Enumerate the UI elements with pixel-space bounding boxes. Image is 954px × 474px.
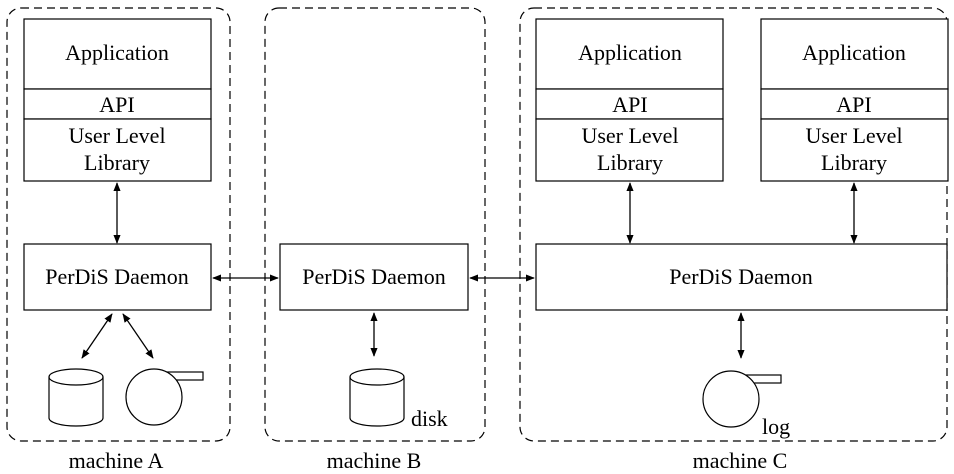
machine-b-boundary	[264, 7, 486, 442]
machine-a: Application API User Level Library PerDi…	[6, 7, 231, 442]
perdis-daemon-label: PerDiS Daemon	[302, 264, 446, 289]
machine-c-boundary	[519, 7, 948, 442]
api-box	[535, 88, 724, 120]
application-label: Application	[578, 40, 682, 65]
application-box	[535, 18, 724, 90]
user-level-library-box	[23, 118, 212, 182]
api-label: API	[612, 92, 647, 117]
application-label: Application	[802, 40, 906, 65]
perdis-daemon-box	[23, 243, 212, 311]
library-label-line1: User Level	[581, 123, 678, 148]
library-label-line1: User Level	[805, 123, 902, 148]
disk-label: disk	[411, 406, 448, 431]
perdis-daemon-label: PerDiS Daemon	[669, 264, 813, 289]
log-label: log	[762, 414, 790, 439]
daemon-tape-arrow	[122, 313, 154, 359]
daemon-disk-arrow	[81, 313, 113, 359]
machine-c: Application API User Level Library Appli…	[519, 7, 949, 442]
library-label-line2: Library	[84, 150, 150, 175]
tape-icon	[702, 370, 782, 428]
machine-a-boundary	[6, 7, 231, 442]
disk-icon	[349, 368, 405, 427]
user-level-library-box	[760, 118, 949, 182]
api-label: API	[836, 92, 871, 117]
disk-icon	[48, 368, 104, 427]
tape-icon	[125, 368, 204, 426]
library-label-line1: User Level	[68, 123, 165, 148]
api-box	[760, 88, 949, 120]
machine-c-app-stack-1: Application API User Level Library	[535, 18, 724, 182]
library-label-line2: Library	[597, 150, 663, 175]
user-level-library-box	[535, 118, 724, 182]
machine-b: PerDiS Daemon disk	[264, 7, 486, 442]
api-label: API	[99, 92, 134, 117]
machine-b-label: machine B	[327, 448, 422, 473]
application-label: Application	[65, 40, 169, 65]
machine-c-label: machine C	[693, 448, 788, 473]
library-label-line2: Library	[821, 150, 887, 175]
machine-a-label: machine A	[69, 448, 164, 473]
perdis-daemon-box	[279, 243, 469, 311]
application-box	[760, 18, 949, 90]
perdis-daemon-label: PerDiS Daemon	[45, 264, 189, 289]
api-box	[23, 88, 212, 120]
perdis-daemon-box	[535, 243, 948, 311]
machine-a-app-stack: Application API User Level Library	[23, 18, 212, 182]
machine-c-app-stack-2: Application API User Level Library	[760, 18, 949, 182]
